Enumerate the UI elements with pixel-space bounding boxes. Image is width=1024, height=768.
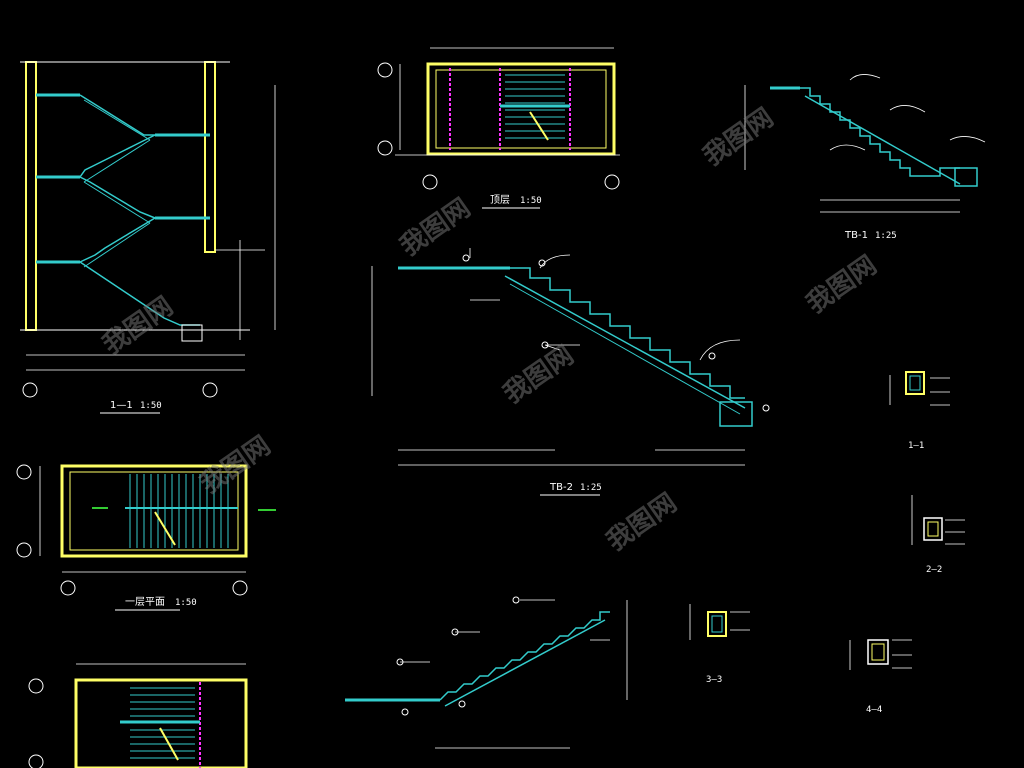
watermark-text-5: 我图网 (601, 488, 682, 557)
watermark: 我图网 我图网 我图网 我图网 我图网 我图网 我图网 (98, 103, 883, 557)
plan-first-scale: 1:50 (175, 598, 197, 608)
detail-4-title: 4—4 (866, 705, 882, 715)
stair-ta1-view: TB-1 1:25 (744, 74, 986, 241)
plan-top-title: 顶层 (490, 194, 510, 206)
detail-1-view: 1—1 (889, 371, 950, 451)
plan-first-title: 一层平面 (125, 596, 165, 608)
watermark-text-4: 我图网 (498, 340, 579, 409)
watermark-text-3: 我图网 (395, 193, 476, 262)
plan-top-scale: 1:50 (520, 196, 542, 206)
watermark-text-6: 我图网 (698, 103, 779, 172)
detail-4-view: 4—4 (849, 639, 912, 715)
watermark-text-7: 我图网 (801, 250, 882, 319)
stair-tb2-scale: 1:25 (580, 483, 602, 493)
section-1-1-title: 1—1 (110, 400, 133, 411)
stair-tb2-title: TB-2 (549, 482, 573, 493)
section-1-1-view: 1—1 1:50 (20, 61, 276, 414)
watermark-text-1: 我图网 (98, 291, 179, 360)
section-1-1-scale: 1:50 (140, 401, 162, 411)
stair-ta1-title: TB-1 (844, 230, 868, 241)
plan-first-view: 一层平面 1:50 (16, 464, 276, 611)
stair-tb2-view: TB-2 1:25 (371, 248, 770, 496)
plan-top-view: 顶层 1:50 (377, 47, 620, 209)
detail-2-view: 2—2 (911, 495, 965, 575)
stair-bottom-view (345, 596, 628, 749)
plan-bottom-view (28, 663, 248, 768)
detail-1-title: 1—1 (908, 441, 924, 451)
detail-3-title: 3—3 (706, 675, 722, 685)
detail-3-view: 3—3 (689, 604, 750, 685)
detail-2-title: 2—2 (926, 565, 942, 575)
stair-ta1-scale: 1:25 (875, 231, 897, 241)
